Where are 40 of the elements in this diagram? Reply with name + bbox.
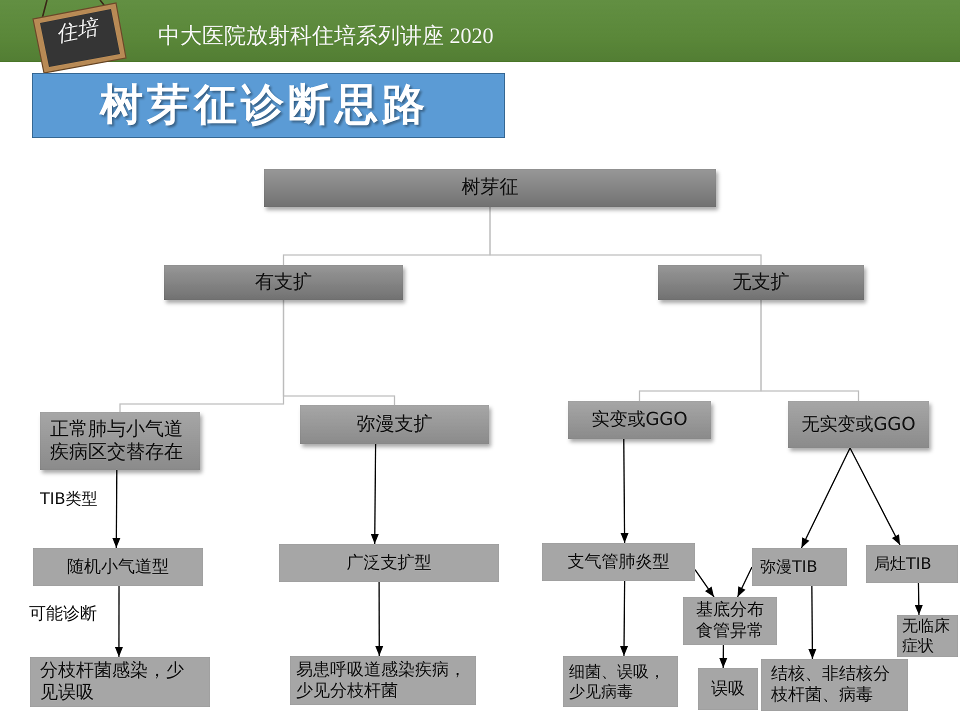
edge-label: TIB类型 (40, 489, 98, 508)
process-box: 无实变或GGO (788, 401, 929, 448)
arrow (375, 582, 384, 656)
process-box: 无临床症状 (897, 615, 958, 657)
arrow (370, 444, 379, 544)
edge-label: 可能诊断 (29, 604, 97, 624)
arrow (736, 566, 753, 598)
arrow (620, 581, 628, 656)
connector-line (489, 207, 762, 265)
sign-label: 住培 (54, 14, 100, 48)
process-box: 有支扩 (164, 265, 403, 300)
process-box: 正常肺与小气道疾病区交替存在 (40, 412, 200, 470)
process-box: 误吸 (698, 668, 758, 710)
process-box: 结核、非结核分枝杆菌、病毒 (761, 659, 908, 711)
arrow (719, 645, 728, 668)
arrow (808, 586, 816, 659)
arrow (914, 582, 923, 616)
process-box: 基底分布食管异常 (683, 597, 777, 645)
arrow (114, 586, 123, 657)
process-box: 细菌、误吸，少见病毒 (563, 656, 678, 707)
arrow (620, 439, 629, 543)
process-box: 分枝杆菌感染，少见误吸 (30, 657, 210, 707)
arrow (112, 470, 120, 548)
process-box: 无支扩 (658, 265, 864, 300)
connector-line (760, 300, 860, 401)
process-box: 局灶TIB (866, 545, 958, 583)
header-title: 中大医院放射科住培系列讲座 2020 (158, 23, 494, 50)
process-box: 随机小气道型 (33, 548, 203, 586)
arrow (800, 448, 851, 548)
connector-line (282, 300, 396, 405)
process-box: 广泛支扩型 (279, 544, 499, 582)
process-box: 实变或GGO (568, 401, 711, 439)
process-box: 树芽征 (264, 169, 716, 207)
process-box: 支气管肺炎型 (542, 543, 695, 581)
process-box: 弥漫支扩 (300, 405, 489, 444)
arrow (849, 448, 901, 546)
process-box: 弥漫TIB (752, 548, 847, 586)
arrow (694, 569, 715, 598)
title-banner: 树芽征诊断思路 (32, 73, 505, 138)
process-box: 易患呼吸道感染疾病，少见分枝杆菌 (290, 656, 476, 705)
